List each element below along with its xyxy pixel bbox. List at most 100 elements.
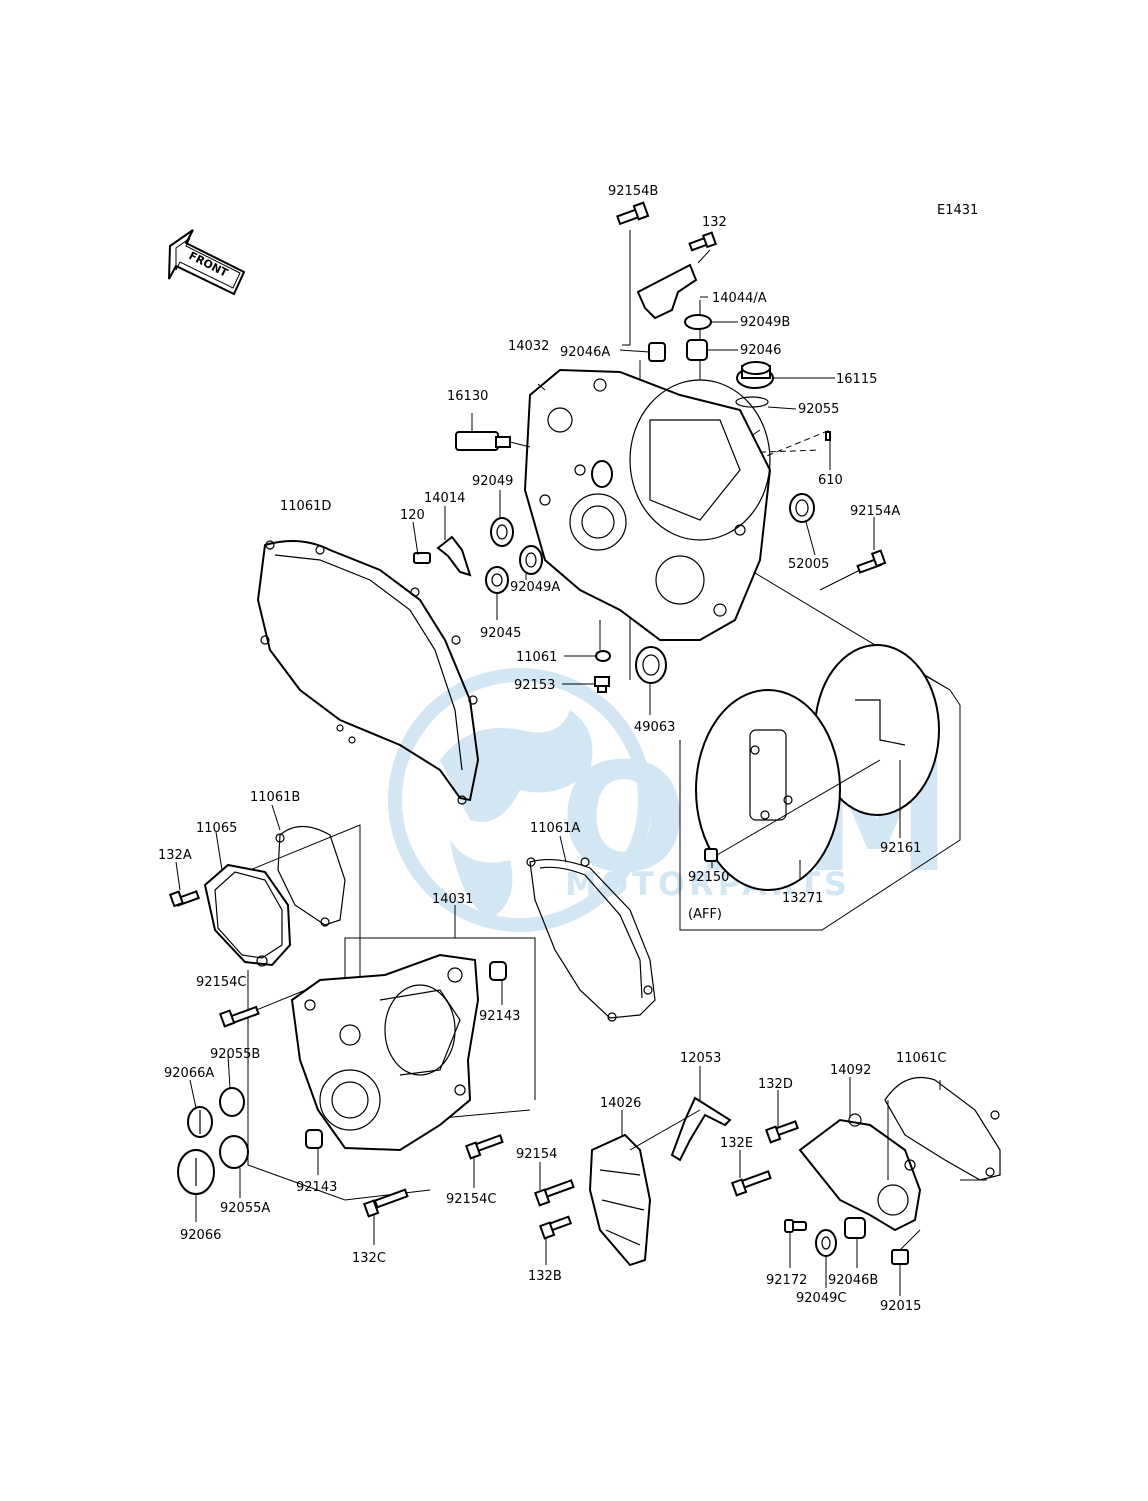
bushing-92143-top	[489, 961, 507, 981]
label-92172: 92172	[766, 1273, 807, 1288]
bolt-132B	[538, 1215, 573, 1240]
label-92154C-bottom: 92154C	[446, 1192, 496, 1207]
cover-14092	[798, 1113, 922, 1232]
bushing-92143-bottom	[305, 1129, 323, 1149]
bolt-132D	[764, 1120, 799, 1144]
label-92049B: 92049B	[740, 315, 790, 330]
label-49063: 49063	[634, 720, 675, 735]
fitting-16130	[455, 431, 531, 451]
label-11061A: 11061A	[530, 821, 580, 836]
label-14031: 14031	[432, 892, 473, 907]
label-16115: 16115	[836, 372, 877, 387]
label-610: 610	[818, 473, 843, 488]
pin-610	[825, 431, 831, 441]
label-92143-top: 92143	[479, 1009, 520, 1024]
o-ring-92055A	[219, 1135, 249, 1169]
label-132B: 132B	[528, 1269, 562, 1284]
label-92154A: 92154A	[850, 504, 900, 519]
label-11061D: 11061D	[280, 499, 331, 514]
label-14014: 14014	[424, 491, 465, 506]
seal-52005	[789, 493, 815, 523]
bracket-14044A	[636, 263, 698, 320]
label-92049C: 92049C	[796, 1291, 846, 1306]
label-92046: 92046	[740, 343, 781, 358]
label-13271: 13271	[782, 891, 823, 906]
label-aff-note: (AFF)	[688, 907, 722, 922]
label-132C: 132C	[352, 1251, 386, 1266]
label-52005: 52005	[788, 557, 829, 572]
bolt-132E	[730, 1170, 772, 1197]
bearing-92046B	[844, 1217, 866, 1239]
label-120: 120	[400, 508, 425, 523]
label-92154C-top: 92154C	[196, 975, 246, 990]
label-92055: 92055	[798, 402, 839, 417]
plate-14014	[436, 535, 472, 577]
label-92055A: 92055A	[220, 1201, 270, 1216]
label-11065: 11065	[196, 821, 237, 836]
cover-11065	[203, 863, 292, 967]
aff-box	[679, 649, 961, 931]
label-14092: 14092	[830, 1063, 871, 1078]
label-92055B: 92055B	[210, 1047, 260, 1062]
gasket-11061C	[884, 1076, 1001, 1181]
plug-92066A	[187, 1106, 213, 1138]
label-11061C: 11061C	[896, 1051, 946, 1066]
label-92015: 92015	[880, 1299, 921, 1314]
guard-14026	[588, 1133, 652, 1267]
label-92066A: 92066A	[164, 1066, 214, 1081]
bolt-92154	[533, 1179, 575, 1207]
label-132: 132	[702, 215, 727, 230]
label-132D: 132D	[758, 1077, 793, 1092]
label-92066: 92066	[180, 1228, 221, 1243]
label-92161: 92161	[880, 841, 921, 856]
bearing-92046	[686, 339, 708, 361]
oil-cap-16115	[736, 361, 774, 389]
label-12053: 12053	[680, 1051, 721, 1066]
nut-92015	[891, 1249, 909, 1265]
label-92154: 92154	[516, 1147, 557, 1162]
bolt-92154B	[616, 201, 650, 226]
front-arrow-icon: FRONT	[168, 229, 246, 296]
o-ring-92055B	[219, 1087, 245, 1117]
bracket-12053	[670, 1096, 732, 1162]
label-92049: 92049	[472, 474, 513, 489]
oil-seal-49063	[635, 646, 667, 684]
screw-92150	[704, 848, 718, 862]
seal-cover-upper	[591, 460, 613, 488]
label-132E: 132E	[720, 1136, 753, 1151]
label-11061B: 11061B	[250, 790, 300, 805]
seal-92049B	[684, 314, 712, 330]
bolt-92154C-top	[218, 1005, 260, 1028]
clutch-cover-14032	[523, 368, 772, 641]
label-92045: 92045	[480, 626, 521, 641]
bolt-132A	[168, 890, 200, 908]
label-11061: 11061	[516, 650, 557, 665]
label-14026: 14026	[600, 1096, 641, 1111]
label-92153: 92153	[514, 678, 555, 693]
label-92143-bottom: 92143	[296, 1180, 337, 1195]
bolt-120	[413, 552, 431, 564]
label-132A: 132A	[158, 848, 192, 863]
gasket-11061B	[275, 825, 346, 927]
gasket-11061D	[256, 540, 480, 802]
gasket-11061A	[526, 857, 656, 1022]
label-92049A: 92049A	[510, 580, 560, 595]
washer-11061	[595, 650, 611, 662]
label-92046B: 92046B	[828, 1273, 878, 1288]
label-92154B: 92154B	[608, 184, 658, 199]
bolt-92154C-bottom	[464, 1134, 504, 1160]
label-16130: 16130	[447, 389, 488, 404]
leader-lines	[175, 249, 941, 1296]
screw-92172	[784, 1219, 807, 1233]
cover-14031	[290, 953, 480, 1152]
label-14032: 14032	[508, 339, 549, 354]
bearing-92046A	[648, 342, 666, 362]
seal-92049A	[519, 545, 543, 575]
label-14044A: 14044/A	[712, 291, 767, 306]
part-labels: 92154B 132 14044/A 92049B 92046A 92046 1…	[158, 184, 946, 1314]
bolt-132	[688, 231, 718, 252]
bolt-132C	[362, 1188, 409, 1218]
seal-92049	[490, 517, 514, 547]
label-92150: 92150	[688, 870, 729, 885]
